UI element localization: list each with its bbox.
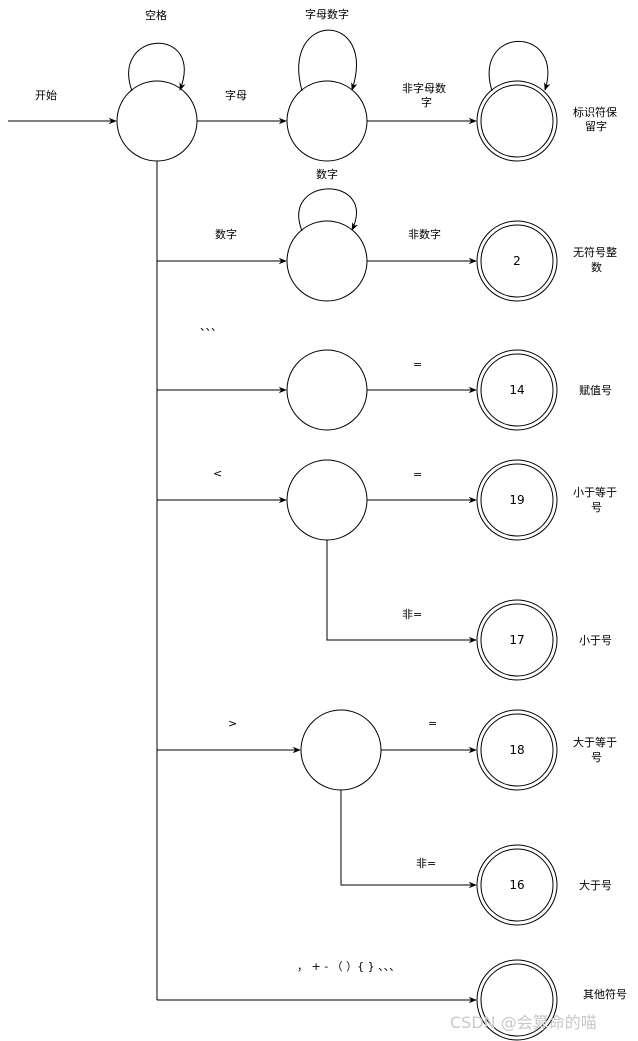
lt-not-eq-edge — [326, 540, 477, 644]
identifier-final-label-line1: 标识符保 — [573, 105, 617, 119]
ge-label-line2: 号 — [591, 751, 602, 764]
assign-final-state-inner — [480, 353, 554, 427]
identifier-loop-label: 字母数字 — [305, 7, 349, 21]
identifier-state — [286, 80, 368, 162]
start-state — [116, 80, 198, 162]
number-self-loop — [298, 188, 358, 232]
uint-state-number: 2 — [513, 254, 521, 268]
lt-final-state-inner — [480, 603, 554, 677]
assign-label: 赋值号 — [579, 384, 612, 397]
ge-state-number: 18 — [509, 743, 524, 757]
gt-label: 大于号 — [579, 878, 612, 892]
number-loop-label: 数字 — [316, 167, 338, 181]
identifier-final-self-loop — [488, 40, 551, 92]
start-self-loop — [128, 42, 186, 92]
other-final-state-inner — [480, 963, 554, 1037]
lt-edge-label: < — [213, 467, 222, 480]
letter-edge-label: 字母 — [225, 88, 247, 102]
uint-label-line1: 无符号整 — [573, 245, 617, 259]
uint-final-state-inner — [480, 224, 554, 298]
gt-intermediate-state — [300, 709, 382, 791]
others-edge-label: ， + - （ ）{ } 、、、 — [297, 960, 400, 973]
gt-edge-label: > — [228, 717, 237, 730]
le-state-number: 19 — [509, 493, 524, 507]
identifier-final-state-inner — [480, 84, 554, 158]
identifier-self-loop — [298, 29, 358, 92]
uint-label-line2: 数 — [591, 261, 602, 274]
lt-state-number: 17 — [509, 633, 524, 647]
non-digit-label: 非数字 — [408, 227, 441, 241]
non-alnum-label-line2: 字 — [421, 95, 432, 109]
le-label-line2: 号 — [591, 501, 602, 514]
start-loop-label: 空格 — [145, 8, 167, 22]
ge-label-line1: 大于等于 — [573, 735, 617, 749]
le-label-line1: 小于等于 — [573, 485, 617, 499]
gt-state-number: 16 — [509, 878, 524, 892]
non-alnum-label-line1: 非字母数 — [402, 81, 446, 95]
lt-label: 小于号 — [579, 634, 612, 647]
ge-final-state-inner — [480, 713, 554, 787]
gt-not-eq-label: 非= — [416, 857, 436, 870]
gt-final-state-inner — [480, 848, 554, 922]
assign-eq-label: = — [413, 358, 422, 371]
other-label: 其他符号 — [583, 988, 627, 1001]
number-state — [286, 220, 368, 302]
le-final-state-inner — [480, 463, 554, 537]
assign-state-number: 14 — [509, 383, 524, 397]
ellipsis-label: 、、、 — [200, 320, 222, 333]
lt-not-eq-label: 非= — [402, 608, 422, 621]
identifier-final-label-line2: 留字 — [585, 119, 607, 133]
gt-not-eq-edge — [340, 790, 477, 889]
digit-edge-label: 数字 — [215, 227, 237, 241]
watermark: CSDN @会算命的喵 — [450, 1013, 597, 1032]
lt-eq-label: = — [413, 468, 422, 481]
start-label: 开始 — [35, 88, 57, 102]
lt-intermediate-state — [286, 459, 368, 541]
gt-eq-label: = — [428, 717, 437, 730]
assign-intermediate-state — [286, 349, 368, 431]
